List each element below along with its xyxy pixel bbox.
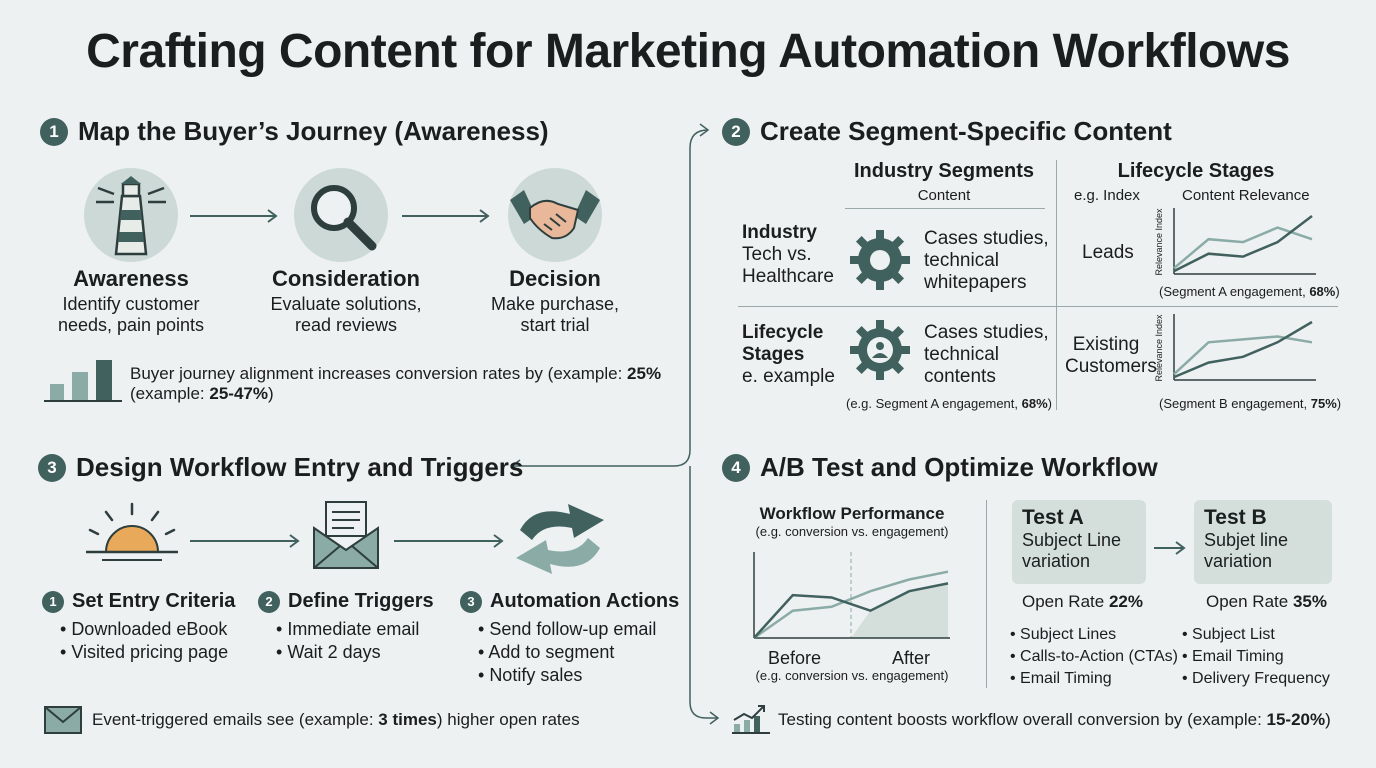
cycle-arrows-icon — [516, 504, 604, 574]
divider — [738, 306, 1338, 307]
row-label: Industry Tech vs. Healthcare — [742, 222, 834, 287]
page-title: Crafting Content for Marketing Automatio… — [86, 25, 1290, 78]
column-subheader: e.g. Index — [1074, 187, 1140, 204]
sunrise-icon — [86, 502, 178, 561]
gear-icon — [850, 230, 910, 290]
section-title: Create Segment-Specific Content — [760, 116, 1172, 146]
chart-subtitle: (e.g. conversion vs. engagement) — [755, 524, 949, 539]
section-title: Map the Buyer’s Journey (Awareness) — [78, 116, 549, 146]
series-line-1 — [1173, 215, 1313, 273]
series-line-0 — [1173, 226, 1313, 270]
handshake-icon — [508, 168, 602, 262]
open-rate-a: Open Rate 22% — [1022, 592, 1143, 611]
section-number: 3 — [38, 453, 66, 482]
stat-text: Testing content boosts workflow overall … — [778, 710, 1331, 729]
column-header: Lifecycle Stages — [1117, 160, 1275, 182]
divider — [845, 208, 1045, 209]
chart-subtitle: (e.g. conversion vs. engagement) — [755, 668, 949, 683]
email-icon — [44, 706, 82, 734]
performance-chart — [753, 552, 950, 640]
divider — [986, 500, 987, 688]
envelope-icon — [313, 501, 379, 569]
content-caption: (e.g. Segment A engagement, 68%) — [846, 396, 1052, 411]
relevance-chart: Relevance Index — [1154, 314, 1316, 382]
section-title: Design Workflow Entry and Triggers — [76, 452, 524, 482]
chart-caption: (Segment A engagement, 68%) — [1159, 284, 1340, 299]
divider — [1056, 160, 1057, 410]
step-bullets: Immediate emailWait 2 days — [276, 618, 419, 664]
chart-caption: (Segment B engagement, 75%) — [1159, 396, 1342, 411]
test-b-card: Test B Subjet line variation — [1194, 500, 1332, 584]
after-area — [851, 583, 948, 638]
series-line-0 — [1173, 335, 1313, 376]
test-a-card: Test A Subject Line variation — [1012, 500, 1146, 584]
series-line-1 — [1173, 320, 1313, 379]
bar-chart-icon — [44, 360, 122, 402]
section-number: 1 — [40, 117, 68, 146]
y-axis-label: Relevance Index — [1154, 314, 1164, 382]
arrow-icon — [402, 209, 490, 223]
arrow-icon — [190, 534, 300, 548]
step-bullets: Downloaded eBookVisited pricing page — [60, 618, 228, 664]
magnifier-icon — [294, 168, 388, 262]
flow-connector — [510, 123, 720, 725]
series-line-1 — [753, 582, 949, 639]
arrow-icon — [1154, 541, 1186, 555]
x-axis-label-after: After — [892, 648, 931, 668]
stage-description: Make purchase,start trial — [490, 294, 620, 335]
x-axis-label-before: Before — [768, 648, 822, 668]
stat-text: (example: 25-47%) — [130, 384, 274, 403]
gear-user-icon — [850, 320, 910, 380]
lighthouse-icon — [84, 168, 178, 262]
column-subheader: Content Relevance — [1182, 187, 1310, 204]
stage-title: Decision — [509, 266, 601, 291]
section-title: A/B Test and Optimize Workflow — [760, 452, 1158, 482]
step-bullets: Send follow-up emailAdd to segmentNotify… — [478, 618, 656, 687]
column-header: Industry Segments — [853, 160, 1035, 182]
y-axis-label: Relevance Index — [1154, 208, 1164, 276]
chart-title: Workflow Performance — [759, 504, 945, 523]
section-4-heading: 4 A/B Test and Optimize Workflow — [722, 452, 1158, 483]
test-a-bullets: Subject LinesCalls-to-Action (CTAs)Email… — [1010, 624, 1178, 690]
section-2-heading: 2 Create Segment-Specific Content — [722, 116, 1172, 147]
section-3-heading: 3 Design Workflow Entry and Triggers — [38, 452, 523, 483]
stat-text: Event-triggered emails see (example: 3 t… — [92, 710, 580, 729]
relevance-chart: Relevance Index — [1154, 208, 1316, 276]
section-number: 4 — [722, 453, 750, 482]
section-number: 2 — [722, 117, 750, 146]
row-label: Lifecycle Stages e. example — [742, 322, 835, 387]
section-1-heading: 1 Map the Buyer’s Journey (Awareness) — [40, 116, 549, 147]
stage-label: Leads — [1082, 242, 1134, 263]
series-line-0 — [753, 570, 949, 640]
open-rate-b: Open Rate 35% — [1206, 592, 1327, 611]
column-subheader: Content — [917, 187, 971, 204]
arrow-icon — [394, 534, 504, 548]
stage-title: Consideration — [272, 266, 420, 291]
stat-text: Buyer journey alignment increases conver… — [130, 364, 662, 383]
arrow-icon — [190, 209, 278, 223]
stage-description: Evaluate solutions,read reviews — [270, 294, 422, 335]
stage-title: Awareness — [73, 266, 189, 291]
test-b-bullets: Subject ListEmail TimingDelivery Frequen… — [1182, 624, 1330, 690]
growth-chart-icon — [732, 705, 770, 734]
